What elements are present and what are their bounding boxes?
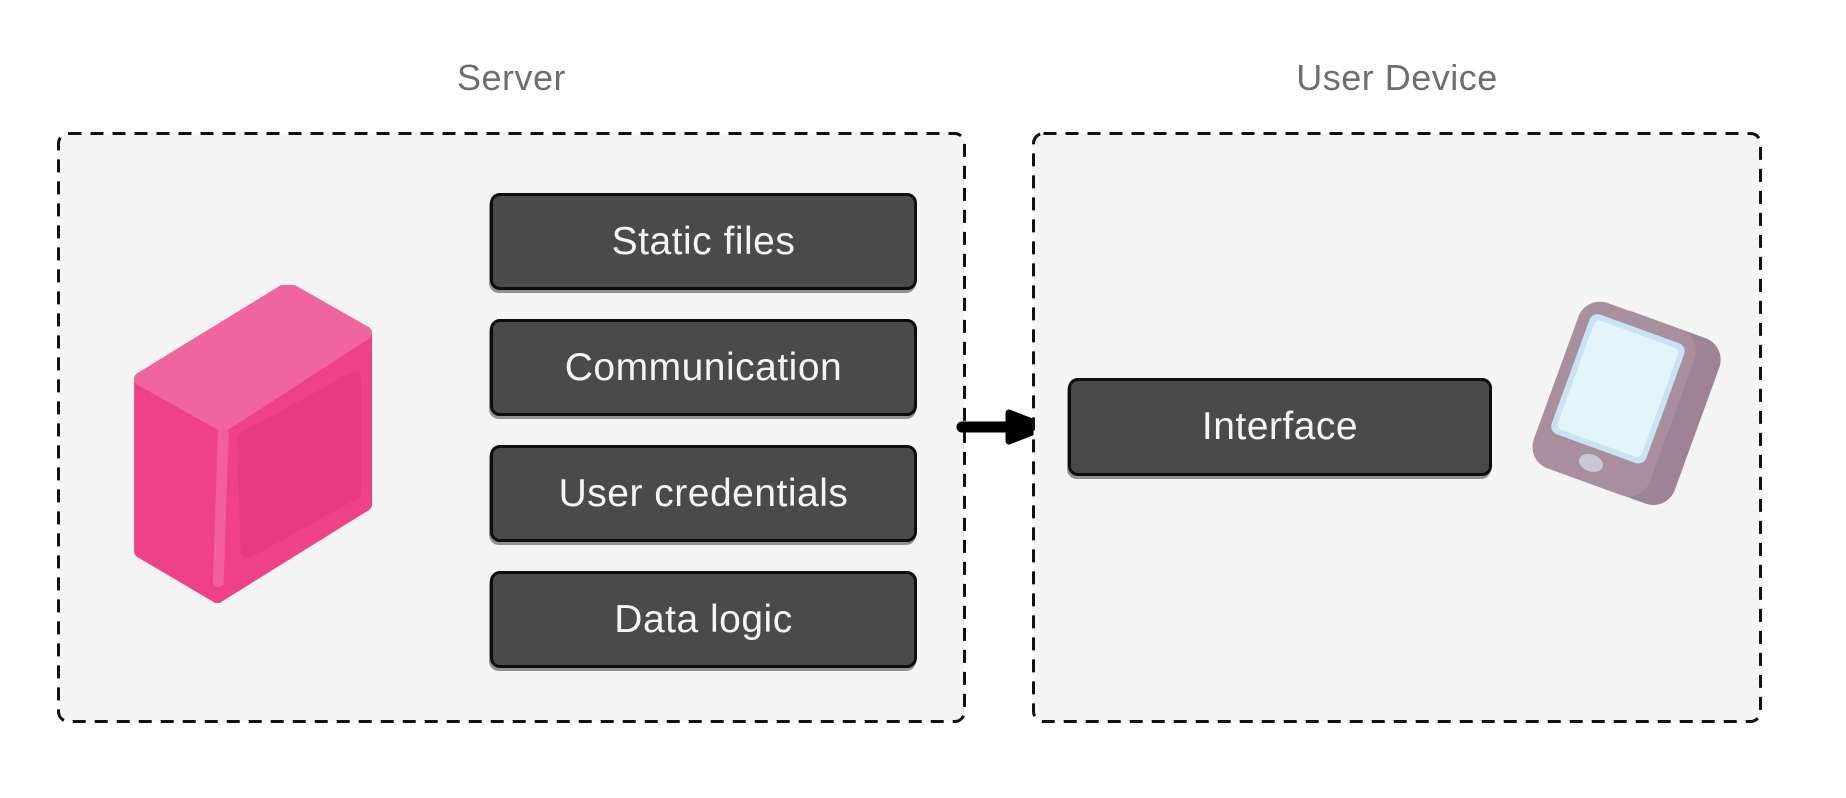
node-static-files: Static files	[490, 193, 917, 290]
node-label: Data logic	[614, 597, 793, 641]
tablet-icon	[1532, 301, 1721, 505]
node-label: Static files	[611, 219, 796, 263]
node-label: Communication	[564, 345, 843, 389]
node-label: User credentials	[558, 471, 849, 515]
user-device-panel: Interface	[1032, 132, 1762, 723]
server-panel: Static files Communication User credenti…	[57, 132, 966, 723]
node-user-credentials: User credentials	[490, 445, 917, 542]
server-title: Server	[456, 57, 567, 98]
user-device-title: User Device	[1296, 57, 1498, 98]
node-communication: Communication	[490, 319, 917, 416]
node-interface: Interface	[1068, 378, 1492, 476]
node-label: Interface	[1201, 405, 1359, 448]
arrow-right-icon	[956, 409, 1049, 445]
server-cube-icon	[134, 285, 372, 604]
node-data-logic: Data logic	[490, 571, 917, 668]
